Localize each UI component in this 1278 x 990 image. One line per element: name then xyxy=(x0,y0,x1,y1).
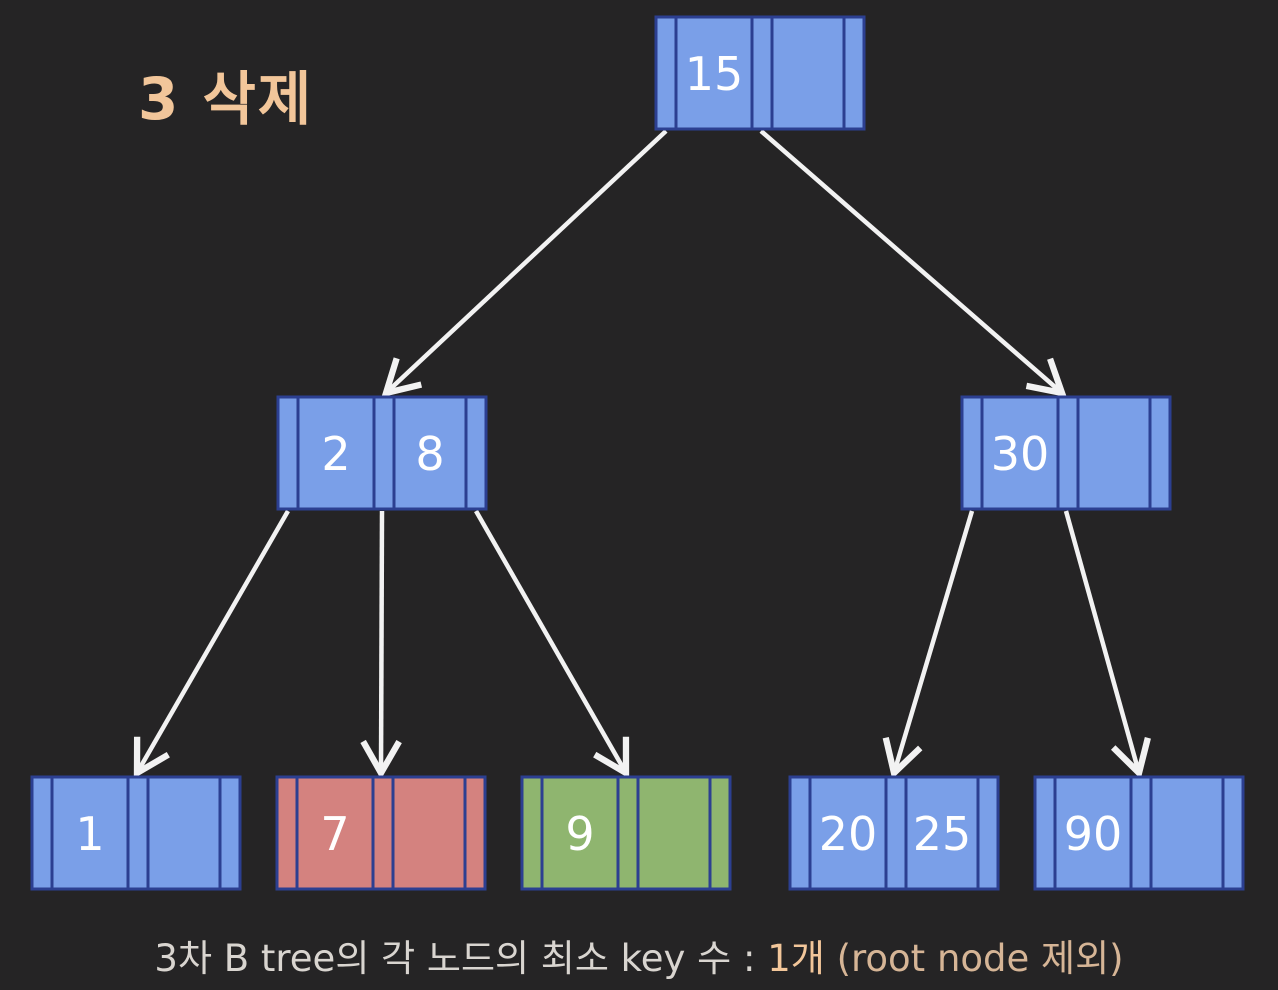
leaf-node-4-key-2: 25 xyxy=(913,807,972,861)
tree-edges xyxy=(133,129,1151,780)
edge-left-to-leaf-3 xyxy=(474,509,630,779)
leaf-node-2-key-1: 7 xyxy=(320,807,349,861)
leaf-node-1: 1 xyxy=(30,775,242,891)
leaf-node-3-box xyxy=(520,775,732,891)
caption-prefix: 3차 B tree의 각 노드의 최소 key 수 : xyxy=(154,937,768,980)
edge-right-to-leaf-5 xyxy=(1063,510,1151,780)
leaf-node-2: 7 xyxy=(275,775,487,891)
internal-node-1-box xyxy=(276,395,488,511)
root-node-box xyxy=(654,15,866,131)
caption: 3차 B tree의 각 노드의 최소 key 수 : 1개 (root nod… xyxy=(0,928,1278,982)
leaf-node-4-box xyxy=(788,775,1000,891)
caption-highlight: 1개 xyxy=(767,937,825,980)
internal-node-2: 30 xyxy=(960,395,1172,511)
caption-note: (root node 제외) xyxy=(824,937,1124,980)
leaf-node-3: 9 xyxy=(520,775,732,891)
edge-left-to-leaf-2 xyxy=(360,510,402,780)
internal-node-2-box xyxy=(960,395,1172,511)
leaf-node-5-box xyxy=(1033,775,1245,891)
leaf-node-5-key-1: 90 xyxy=(1064,807,1123,861)
edge-root-to-left xyxy=(381,129,668,398)
internal-node-1-key-2: 8 xyxy=(415,427,444,481)
internal-node-1-key-1: 2 xyxy=(321,427,350,481)
leaf-node-1-box xyxy=(30,775,242,891)
edge-right-to-leaf-4 xyxy=(882,510,975,780)
leaf-node-4-key-1: 20 xyxy=(819,807,878,861)
root-node: 15 xyxy=(654,15,866,131)
edge-left-to-leaf-1 xyxy=(133,509,290,779)
leaf-node-3-key-1: 9 xyxy=(565,807,594,861)
root-node-key-1: 15 xyxy=(685,47,744,101)
leaf-node-5: 90 xyxy=(1033,775,1245,891)
slide-title: 3 삭제 xyxy=(138,65,314,133)
edge-root-to-right xyxy=(759,129,1067,398)
internal-node-2-key-1: 30 xyxy=(991,427,1050,481)
leaf-node-2-box xyxy=(275,775,487,891)
leaf-node-1-key-1: 1 xyxy=(75,807,104,861)
